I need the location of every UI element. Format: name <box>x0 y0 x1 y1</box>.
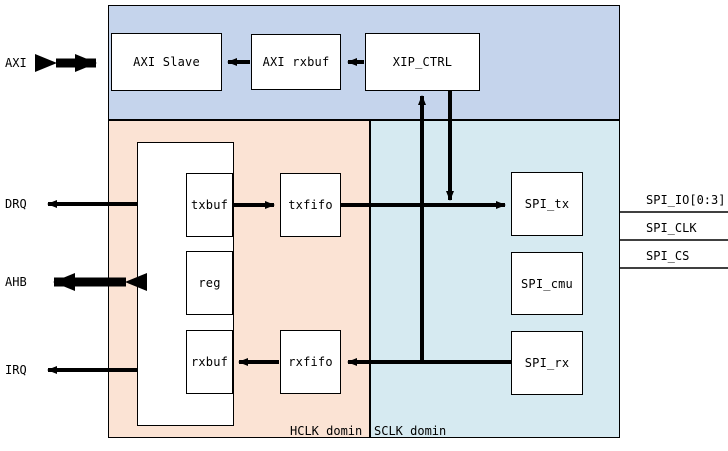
port-label-irq: IRQ <box>5 363 27 377</box>
block-txbuf[interactable]: txbuf <box>186 173 233 237</box>
block-rxbuf[interactable]: rxbuf <box>186 330 233 394</box>
port-label-drq: DRQ <box>5 197 27 211</box>
block-txfifo-label: txfifo <box>288 198 333 212</box>
block-axi-slave[interactable]: AXI Slave <box>111 33 222 91</box>
block-rxfifo[interactable]: rxfifo <box>280 330 341 394</box>
block-axi-slave-label: AXI Slave <box>133 55 200 69</box>
signal-label-spi-io: SPI_IO[0:3] <box>646 193 726 207</box>
block-reg[interactable]: reg <box>186 251 233 315</box>
port-label-axi: AXI <box>5 56 27 70</box>
port-label-ahb: AHB <box>5 275 27 289</box>
block-axi-rxbuf-label: AXI rxbuf <box>262 55 330 69</box>
domain-label-hclk: HCLK_domin <box>290 424 363 438</box>
domain-label-sclk: SCLK_domin <box>374 424 447 438</box>
block-reg-label: reg <box>198 276 221 290</box>
block-rxfifo-label: rxfifo <box>288 355 333 369</box>
block-spi-tx[interactable]: SPI_tx <box>511 172 583 236</box>
block-rxbuf-label: rxbuf <box>190 355 229 369</box>
signal-label-spi-cs: SPI_CS <box>646 249 690 263</box>
block-axi-rxbuf[interactable]: AXI rxbuf <box>251 34 341 90</box>
block-txfifo[interactable]: txfifo <box>280 173 341 237</box>
block-txbuf-label: txbuf <box>190 198 229 212</box>
block-xip-ctrl-label: XIP_CTRL <box>392 55 453 69</box>
block-xip-ctrl[interactable]: XIP_CTRL <box>365 33 480 91</box>
block-spi-cmu[interactable]: SPI_cmu <box>511 252 583 315</box>
block-spi-tx-label: SPI_tx <box>524 197 570 211</box>
signal-label-spi-clk: SPI_CLK <box>646 221 697 235</box>
block-spi-cmu-label: SPI_cmu <box>521 276 573 291</box>
block-spi-rx[interactable]: SPI_rx <box>511 331 583 395</box>
block-spi-rx-label: SPI_rx <box>524 356 570 370</box>
